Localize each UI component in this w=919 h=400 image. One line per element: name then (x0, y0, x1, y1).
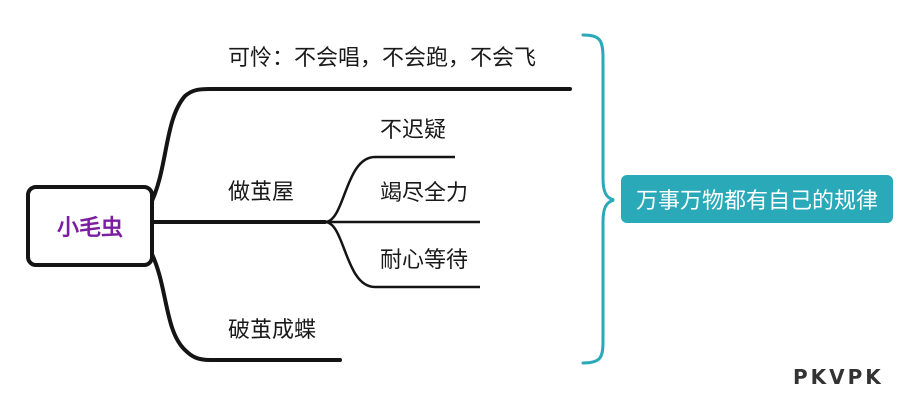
branch-connector-top (148, 87, 572, 207)
sub-label-full-effort: 竭尽全力 (380, 181, 469, 206)
branch-label-pitiful: 可怜：不会唱，不会跑，不会飞 (228, 46, 537, 71)
sub-label-no-hesitation: 不迟疑 (380, 118, 447, 143)
branch-label-break-cocoon: 破茧成蝶 (228, 318, 317, 343)
summary-brace (581, 33, 615, 365)
root-label: 小毛虫 (56, 216, 123, 241)
sub-connector-3 (324, 220, 480, 289)
sub-connector-1 (324, 155, 455, 224)
branch-label-build-cocoon: 做茧屋 (228, 180, 295, 205)
summary-label: 万事万物都有自己的规律 (635, 189, 878, 214)
summary-node: 万事万物都有自己的规律 (621, 175, 893, 223)
branch-connector-bottom (148, 248, 342, 362)
root-node: 小毛虫 (26, 185, 154, 267)
watermark: PKVPK (793, 365, 884, 389)
sub-label-patient-wait: 耐心等待 (380, 248, 469, 273)
